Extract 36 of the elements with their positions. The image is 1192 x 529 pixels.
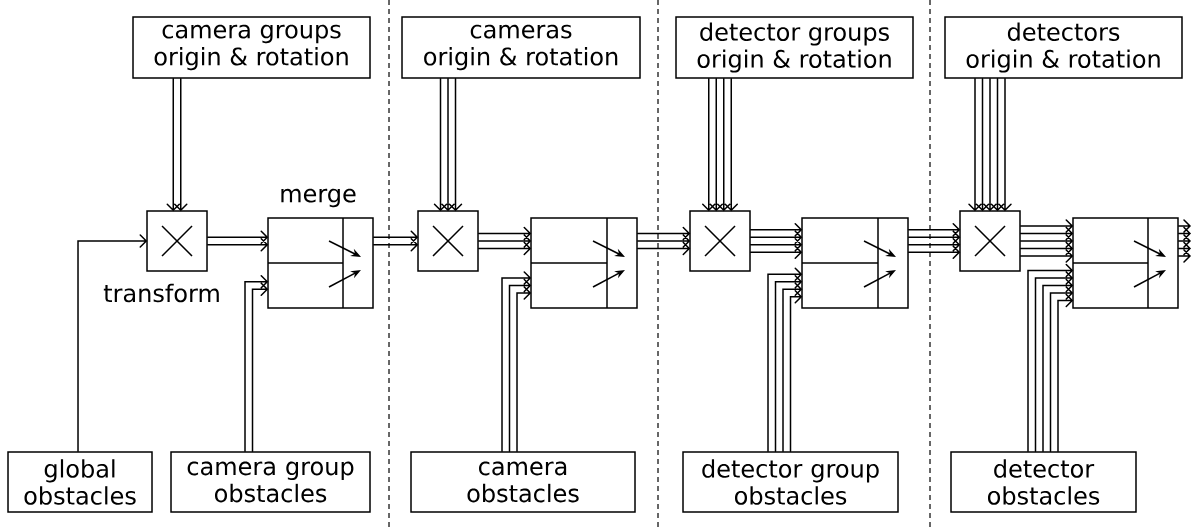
input-box: detector groups origin & rotation xyxy=(675,16,914,79)
signal-bundle xyxy=(750,223,803,259)
transform-box xyxy=(959,210,1021,272)
signal-bundle xyxy=(637,226,691,256)
signal-bundle xyxy=(244,275,269,452)
signal-bundle xyxy=(207,230,269,252)
transform-box xyxy=(689,210,751,272)
signal-bundle xyxy=(433,78,463,212)
transform-box xyxy=(417,210,479,272)
signal-bundle xyxy=(373,230,419,252)
signal-bundle xyxy=(1027,263,1074,452)
signal-bundle xyxy=(767,267,803,452)
obstacles-box: detector obstacles xyxy=(950,451,1137,513)
signal-bundle xyxy=(166,78,188,212)
input-box: camera groups origin & rotation xyxy=(132,16,371,79)
merge-box xyxy=(801,217,909,309)
merge-box xyxy=(267,217,374,309)
obstacles-box: global obstacles xyxy=(7,451,153,513)
signal-bundle xyxy=(478,226,532,256)
signal-bundle xyxy=(908,223,961,259)
box-caption: transform xyxy=(103,283,219,303)
box-caption: merge xyxy=(281,188,356,208)
signal-bundle xyxy=(702,78,738,212)
obstacles-box: detector group obstacles xyxy=(682,451,899,513)
obstacles-box: camera group obstacles xyxy=(170,451,371,513)
signal-bundle xyxy=(1020,219,1074,263)
input-box: cameras origin & rotation xyxy=(401,16,641,79)
transform-box xyxy=(146,210,208,272)
signal-bundle xyxy=(77,234,148,452)
input-box: detectors origin & rotation xyxy=(944,16,1183,79)
signal-bundle xyxy=(1178,219,1192,263)
signal-bundle xyxy=(501,271,532,452)
merge-box xyxy=(530,217,638,309)
signal-bundle xyxy=(968,78,1012,212)
obstacles-box: camera obstacles xyxy=(410,451,636,513)
merge-box xyxy=(1072,217,1179,309)
